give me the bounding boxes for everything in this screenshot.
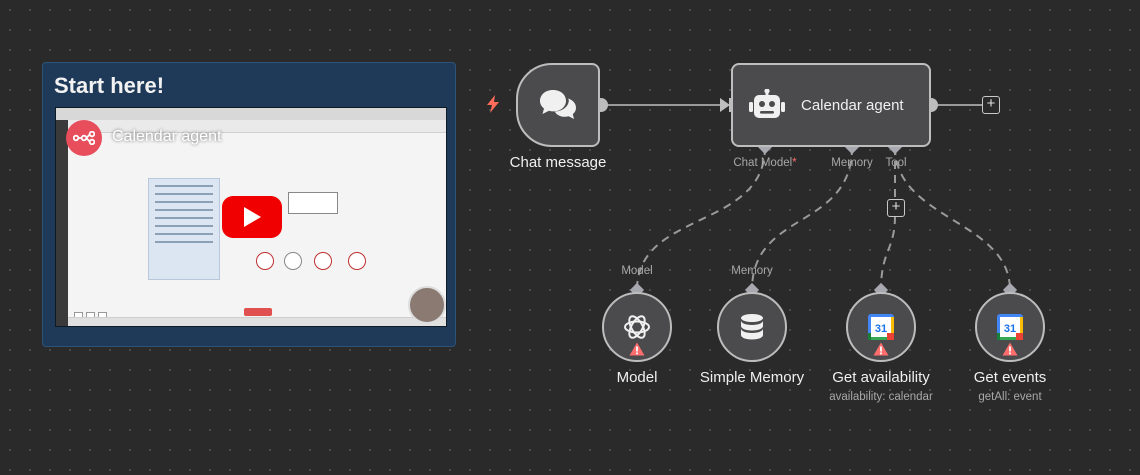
get-events-sublabel: getAll: event	[978, 391, 1042, 403]
video-node-memory	[284, 252, 302, 270]
memory-connection	[751, 146, 853, 291]
youtube-play-icon[interactable]	[222, 196, 282, 238]
video-test-button	[244, 308, 272, 316]
video-node-events	[348, 252, 366, 270]
openai-icon	[624, 315, 650, 339]
model-label: Model	[616, 369, 658, 386]
model-input-label: Model	[621, 265, 653, 277]
memory-port-label: Memory	[831, 157, 873, 169]
chat-message-label: Chat message	[509, 154, 607, 171]
video-sticky-card	[148, 178, 220, 280]
get-events-node[interactable]: 31	[975, 292, 1045, 362]
get-events-label: Get events	[973, 369, 1047, 386]
get-availability-warning-icon	[873, 342, 889, 356]
video-app-sidebar	[56, 120, 68, 326]
video-bottom-bar	[68, 317, 446, 326]
video-agent-node	[288, 192, 338, 214]
simple-memory-node[interactable]	[717, 292, 787, 362]
get-availability-connection	[880, 147, 896, 291]
google-calendar-icon: 31	[868, 314, 894, 340]
calendar-agent-label: Calendar agent	[801, 96, 904, 114]
video-node-availability	[314, 252, 332, 270]
agent-input-arrow	[720, 98, 730, 112]
database-icon	[741, 314, 763, 340]
video-node-model	[256, 252, 274, 270]
add-tool-button[interactable]: +	[887, 199, 905, 217]
chat-model-port-label: Chat Model*	[733, 157, 797, 169]
memory-input-label: Memory	[731, 265, 773, 277]
google-calendar-icon: 31	[997, 314, 1023, 340]
model-warning-icon	[629, 342, 645, 356]
video-presenter-avatar	[408, 286, 446, 324]
chat-bubbles-icon	[540, 90, 576, 119]
video-app-header	[68, 120, 446, 133]
get-availability-label: Get availability	[832, 369, 930, 386]
video-title: Calendar agent	[112, 128, 222, 145]
simple-memory-label: Simple Memory	[699, 369, 805, 386]
calendar-agent-node[interactable]: Calendar agent	[731, 63, 931, 147]
robot-icon	[749, 89, 785, 118]
get-availability-sublabel: availability: calendar	[829, 391, 933, 403]
chat-message-trigger-node[interactable]	[516, 63, 600, 147]
trigger-bolt-icon	[487, 95, 499, 113]
sticky-note-title: Start here!	[54, 73, 165, 98]
get-events-warning-icon	[1002, 342, 1018, 356]
sticky-note[interactable]: Start here! Calendar agent	[42, 62, 456, 347]
get-events-connection	[894, 146, 1011, 291]
video-channel-icon	[66, 120, 102, 156]
tool-port-label: Tool	[885, 157, 907, 169]
add-next-node-button[interactable]: +	[982, 96, 1000, 114]
get-availability-node[interactable]: 31	[846, 292, 916, 362]
svg-text:31: 31	[1004, 323, 1016, 335]
model-node[interactable]	[602, 292, 672, 362]
model-connection	[636, 146, 766, 291]
video-canvas-tools	[74, 308, 114, 321]
video-embed[interactable]: Calendar agent	[55, 107, 447, 327]
svg-text:31: 31	[875, 323, 887, 335]
